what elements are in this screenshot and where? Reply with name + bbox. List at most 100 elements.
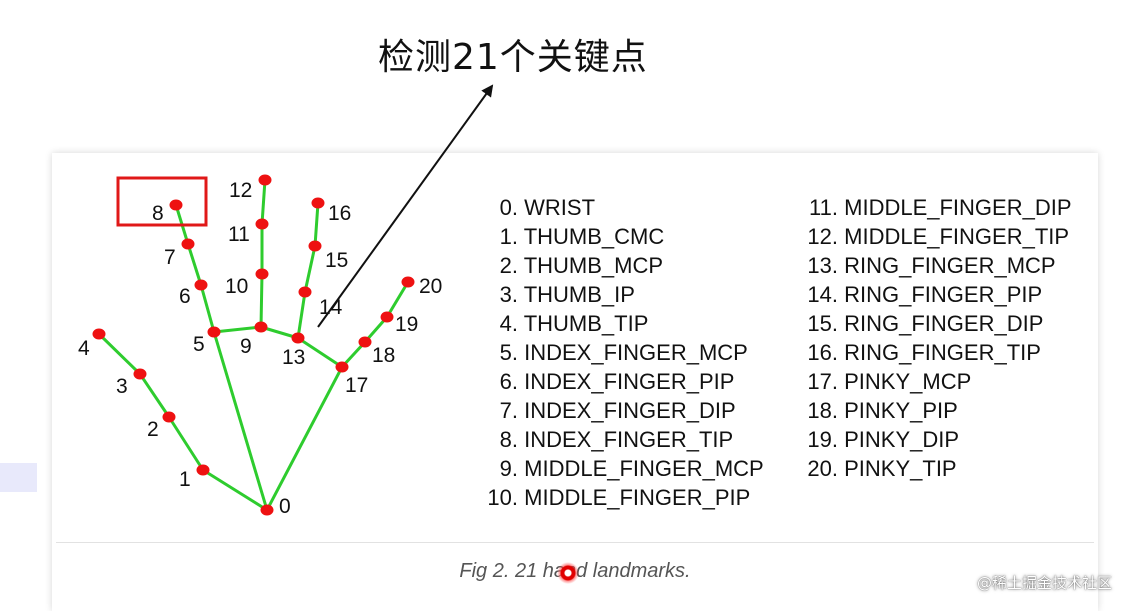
bone-connection: [303, 244, 317, 294]
joint-point-1: [196, 464, 210, 476]
bone-connection: [212, 330, 269, 512]
landmark-name: MIDDLE_FINGER_DIP: [844, 195, 1072, 220]
landmark-list-item: 3. THUMB_IP: [478, 280, 764, 309]
landmark-name: INDEX_FINGER_MCP: [524, 340, 748, 365]
joint-point-14: [298, 286, 312, 298]
landmark-index: 3.: [499, 282, 518, 307]
hand-joints: [92, 174, 415, 516]
landmark-list-item: 11. MIDDLE_FINGER_DIP: [798, 193, 1072, 222]
joint-label: 3: [116, 375, 128, 398]
landmark-index: 14.: [807, 282, 838, 307]
bone-connection: [259, 272, 264, 329]
joint-point-7: [181, 238, 195, 250]
joint-point-8: [169, 199, 183, 211]
landmark-list-item: 2. THUMB_MCP: [478, 251, 764, 280]
landmark-list-item: 16. RING_FINGER_TIP: [798, 338, 1072, 367]
landmark-list-item: 4. THUMB_TIP: [478, 309, 764, 338]
bone-connection: [296, 336, 344, 369]
joint-point-10: [255, 268, 269, 280]
landmark-name: WRIST: [524, 195, 596, 220]
bone-connection: [186, 242, 203, 287]
joint-label: 2: [147, 418, 159, 441]
joint-label: 20: [419, 275, 442, 298]
joint-point-17: [335, 361, 349, 373]
bone-connection: [385, 280, 410, 319]
landmark-list-item: 12. MIDDLE_FINGER_TIP: [798, 222, 1072, 251]
landmark-name: MIDDLE_FINGER_TIP: [844, 224, 1070, 249]
landmark-list-item: 0. WRIST: [478, 193, 764, 222]
landmark-index: 17.: [807, 369, 838, 394]
caption-divider: [56, 542, 1094, 543]
landmark-name: RING_FINGER_DIP: [844, 311, 1044, 336]
landmark-name: PINKY_DIP: [844, 427, 960, 452]
cursor-pointer-icon: [557, 562, 579, 584]
landmark-list-item: 7. INDEX_FINGER_DIP: [478, 396, 764, 425]
highlight-box: [116, 176, 208, 227]
joint-label: 12: [229, 179, 252, 202]
bone-connection: [138, 372, 171, 419]
landmark-name: MIDDLE_FINGER_PIP: [524, 485, 751, 510]
joint-label: 1: [179, 468, 191, 491]
landmark-index: 20.: [807, 456, 838, 481]
landmark-index: 5.: [499, 340, 518, 365]
joint-point-19: [380, 311, 394, 323]
landmark-name: RING_FINGER_TIP: [844, 340, 1041, 365]
joint-point-16: [311, 197, 325, 209]
bone-connection: [212, 325, 263, 334]
landmark-name: THUMB_CMC: [523, 224, 665, 249]
joint-point-18: [358, 336, 372, 348]
landmark-list-item: 19. PINKY_DIP: [798, 425, 1072, 454]
joint-point-3: [133, 368, 147, 380]
joint-label: 0: [279, 495, 291, 518]
landmark-name: MIDDLE_FINGER_MCP: [524, 456, 764, 481]
bone-connection: [265, 365, 344, 512]
landmark-index: 2.: [499, 253, 518, 278]
landmark-index: 4.: [499, 311, 518, 336]
landmark-list-item: 1. THUMB_CMC: [478, 222, 764, 251]
joint-point-20: [401, 276, 415, 288]
landmark-index: 15.: [807, 311, 838, 336]
joint-label: 19: [395, 313, 418, 336]
pointer-arrow: [317, 84, 494, 328]
landmark-list-item: 5. INDEX_FINGER_MCP: [478, 338, 764, 367]
joint-point-12: [258, 174, 272, 186]
landmark-name: INDEX_FINGER_DIP: [524, 398, 736, 423]
joint-label: 8: [152, 202, 164, 225]
landmark-list-item: 6. INDEX_FINGER_PIP: [478, 367, 764, 396]
landmark-name: RING_FINGER_PIP: [844, 282, 1043, 307]
landmark-name: INDEX_FINGER_TIP: [524, 427, 734, 452]
left-edge-strip: [0, 463, 37, 492]
joint-label: 10: [225, 275, 248, 298]
joint-point-15: [308, 240, 322, 252]
hand-bones: [97, 178, 410, 512]
headline-title: 检测21个关键点: [378, 37, 648, 78]
joint-label: 4: [78, 337, 90, 360]
landmark-index: 10.: [487, 485, 518, 510]
joint-point-0: [260, 504, 274, 516]
joint-label: 6: [179, 285, 191, 308]
landmark-index: 8.: [499, 427, 518, 452]
landmark-index: 12.: [807, 224, 838, 249]
landmark-name: INDEX_FINGER_PIP: [524, 369, 735, 394]
landmark-list-item: 10. MIDDLE_FINGER_PIP: [478, 483, 764, 512]
bone-connection: [259, 325, 300, 340]
landmark-name: THUMB_TIP: [523, 311, 649, 336]
landmark-index: 16.: [807, 340, 838, 365]
joint-point-5: [207, 326, 221, 338]
landmark-index: 6.: [499, 369, 518, 394]
landmark-list-item: 8. INDEX_FINGER_TIP: [478, 425, 764, 454]
landmark-list-item: 15. RING_FINGER_DIP: [798, 309, 1072, 338]
joint-label: 13: [282, 346, 305, 369]
joint-point-13: [291, 332, 305, 344]
landmark-index: 13.: [807, 253, 838, 278]
landmark-name: RING_FINGER_MCP: [844, 253, 1056, 278]
joint-label: 11: [228, 223, 250, 246]
landmark-index: 19.: [807, 427, 838, 452]
bone-connection: [296, 290, 307, 340]
bone-connection: [260, 178, 267, 226]
